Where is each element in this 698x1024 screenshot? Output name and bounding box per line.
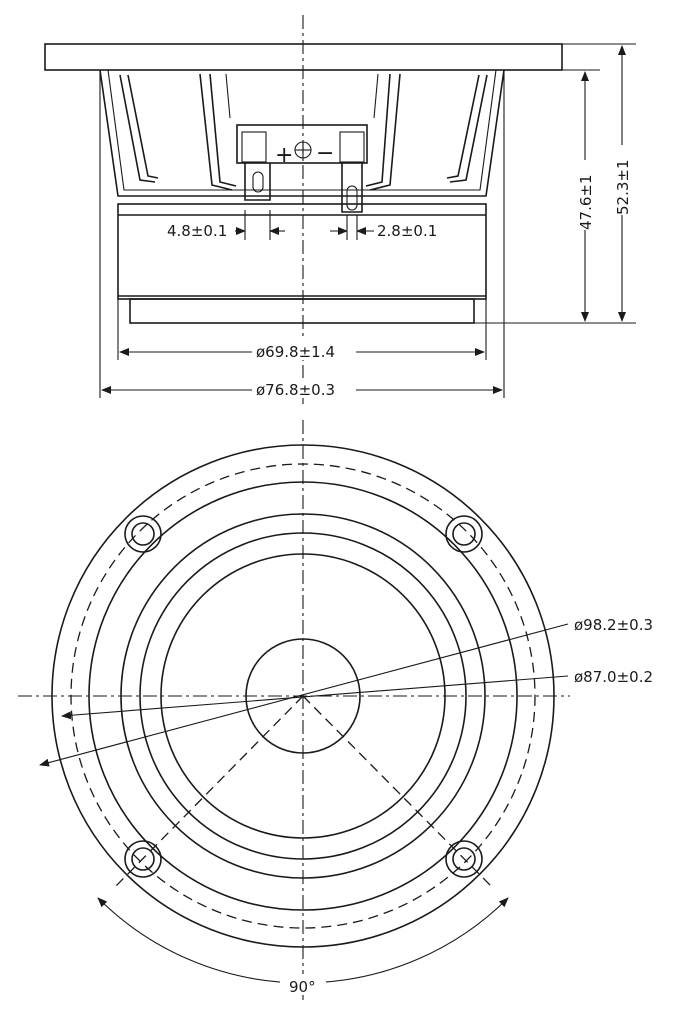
mounting-hole-top-right [445, 515, 483, 553]
flange-outer-ring [51, 444, 555, 948]
spoke-right-4 [365, 73, 391, 187]
mounting-hole-top-left [124, 515, 162, 553]
dust-cap [245, 638, 361, 754]
terminal-slot-label: 2.8±0.1 [377, 222, 437, 240]
cone-outer-ring [139, 532, 467, 860]
flange-diameter-dimension [39, 623, 569, 767]
mounting-diameter-dimension [61, 675, 569, 720]
terminal-tab-left [241, 131, 267, 163]
basket-outline [99, 69, 505, 197]
hole-angle-label: 90° [289, 978, 316, 996]
cone-edge-left [225, 73, 231, 119]
spoke-left-1 [119, 74, 156, 183]
height-inner-label: 47.6±1 [577, 174, 595, 230]
cone-ring [160, 553, 446, 839]
cone-edge-right [373, 73, 379, 119]
surround-inner-ring [120, 513, 486, 879]
mounting-hole-bottom-left [124, 840, 162, 878]
back-plate [129, 298, 475, 324]
basket-inner [107, 69, 497, 191]
terminal-lug-left [244, 163, 271, 201]
mounting-hole-circle [70, 463, 536, 929]
spoke-left-2 [127, 74, 159, 179]
terminal-hole-left [252, 171, 264, 193]
terminal-width-label: 4.8±0.1 [167, 222, 227, 240]
terminal-tab-right [339, 131, 365, 163]
spoke-left-4 [209, 73, 237, 187]
hole-axis-left [114, 695, 304, 888]
hole-axis-right [302, 695, 493, 888]
frame-diameter-label: ø76.8±0.3 [256, 381, 335, 399]
spoke-right-3 [369, 73, 401, 191]
magnet-diameter-label: ø69.8±1.4 [256, 343, 335, 361]
terminal-hole-right [346, 185, 358, 211]
flange-diameter-label: ø98.2±0.3 [574, 616, 653, 634]
height-total-label: 52.3±1 [614, 159, 632, 215]
polarity-minus-text: − [316, 141, 334, 166]
magnet [117, 203, 487, 300]
polarity-plus-text: + [275, 143, 293, 168]
spoke-left-3 [199, 73, 233, 191]
mounting-diameter-label: ø87.0±0.2 [574, 668, 653, 686]
mounting-hole-bottom-right [445, 840, 483, 878]
front-view: ø98.2±0.3 ø87.0±0.2 90° [18, 420, 653, 1000]
side-view: + − 4.8±0.1 2.8±0.1 [44, 15, 636, 405]
terminal-block [236, 124, 368, 164]
flange [44, 43, 563, 71]
spoke-right-2 [446, 74, 480, 179]
spoke-right-1 [449, 74, 488, 183]
surround-outer-ring [88, 481, 518, 911]
terminal-lug-right [341, 163, 363, 213]
